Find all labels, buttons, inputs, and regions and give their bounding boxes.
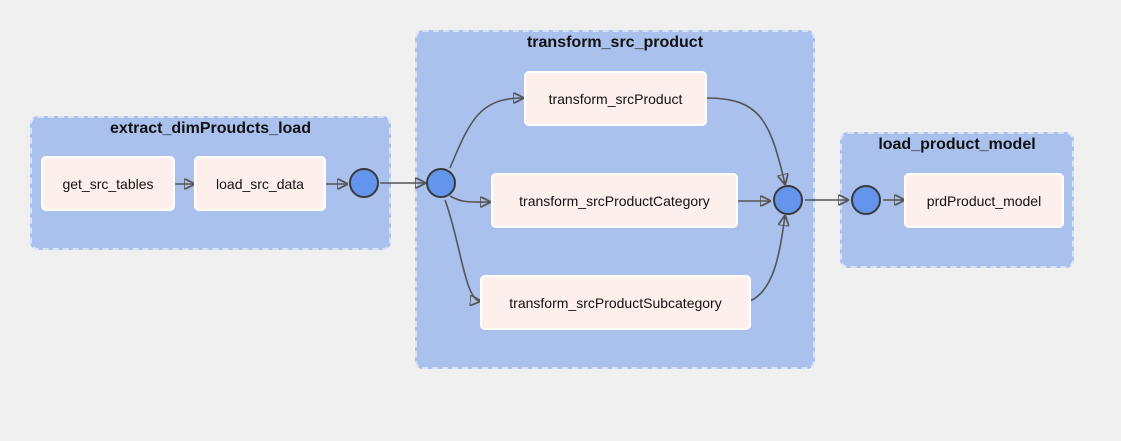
join-node-load-start[interactable] <box>851 185 881 215</box>
node-load-src-data[interactable]: load_src_data <box>194 156 326 211</box>
edge-to-srcproductcategory <box>449 195 490 202</box>
edge-to-srcproductsubcategory <box>444 199 480 301</box>
node-transform-srcproduct[interactable]: transform_srcProduct <box>524 71 707 126</box>
edge-to-srcproduct <box>449 98 523 169</box>
group-title: extract_dimProudcts_load <box>110 120 311 137</box>
node-prdproduct-model[interactable]: prdProduct_model <box>904 173 1064 228</box>
group-title: load_product_model <box>878 136 1036 153</box>
node-get-src-tables[interactable]: get_src_tables <box>41 156 175 211</box>
join-node-transform-end[interactable] <box>773 185 803 215</box>
join-node-transform-start[interactable] <box>426 168 456 198</box>
join-node-extract-end[interactable] <box>349 168 379 198</box>
node-transform-srcproductcategory[interactable]: transform_srcProductCategory <box>491 173 738 228</box>
node-transform-srcproductsubcategory[interactable]: transform_srcProductSubcategory <box>480 275 751 330</box>
group-title: transform_src_product <box>526 34 704 51</box>
edge-srcproduct-to-join <box>705 97 785 184</box>
edge-srcproductsubcategory-to-join <box>749 216 785 302</box>
